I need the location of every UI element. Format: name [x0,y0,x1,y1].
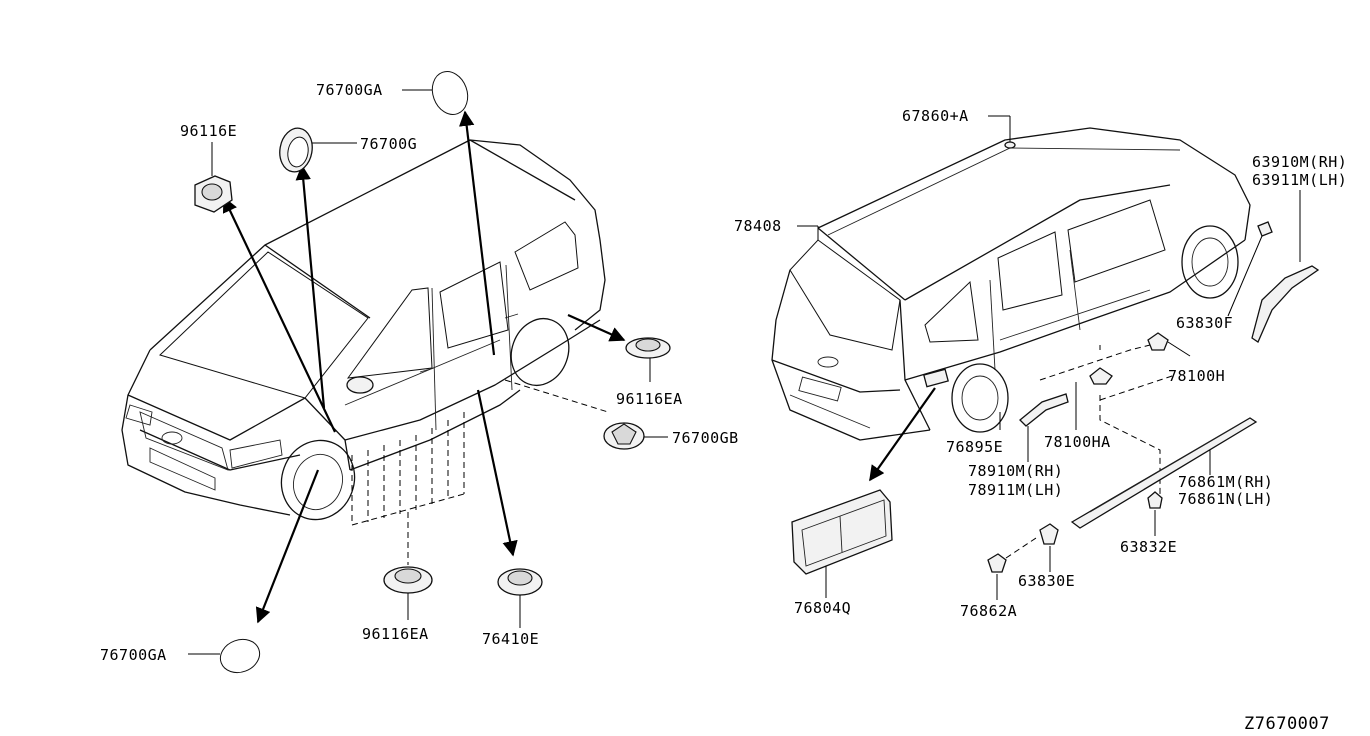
label-96116E: 96116E [180,122,237,140]
part-76861M-illustration [1070,417,1258,529]
label-76700GA-top: 76700GA [316,81,383,99]
label-96116EA-right: 96116EA [616,390,683,408]
part-63830E-illustration [1039,523,1059,545]
label-67860A: 67860+A [902,107,969,125]
label-76862A: 76862A [960,602,1017,620]
part-78100H-illustration [1147,332,1169,351]
part-63830F-illustration [1257,221,1273,237]
label-78100H: 78100H [1168,367,1225,385]
rear-assembly-arrow [869,387,936,482]
label-76700GB: 76700GB [672,429,739,447]
part-76700GB-illustration [603,422,645,450]
left-assembly-arrows [222,110,626,624]
label-78911M: 78911M(LH) [968,481,1063,499]
label-63830F: 63830F [1176,314,1233,332]
part-76700G-illustration [279,127,313,173]
part-76700GA-top-illustration [431,71,469,115]
diagram-reference-code: Z7670007 [1244,714,1330,734]
part-96116E-illustration [194,175,233,213]
part-76895E-illustration [1019,393,1069,427]
part-76804Q-illustration [791,489,893,575]
part-76700GA-bottom-illustration [219,638,261,674]
label-76700GA-bottom: 76700GA [100,646,167,664]
right-leader-lines [797,115,1301,600]
part-63832E-illustration [1147,491,1163,509]
label-78408: 78408 [734,217,782,235]
rear-vehicle-illustration [771,127,1251,495]
label-78910M: 78910M(RH) [968,462,1063,480]
part-96116EA-right-illustration [625,337,671,359]
part-78100HA-illustration [1089,367,1113,385]
part-76410E-illustration [497,568,543,596]
label-76895E: 76895E [946,438,1003,456]
label-76861M: 76861M(RH) [1178,473,1273,491]
label-63911M: 63911M(LH) [1252,171,1347,189]
part-63910M-illustration [1251,265,1320,343]
label-63830E: 63830E [1018,572,1075,590]
label-63910M: 63910M(RH) [1252,153,1347,171]
part-67860A-illustration [1004,141,1016,149]
label-76861N: 76861N(LH) [1178,490,1273,508]
label-63832E: 63832E [1120,538,1177,556]
part-96116EA-bottom-illustration [383,566,433,594]
left-leader-lines [188,89,668,655]
label-76410E: 76410E [482,630,539,648]
label-76700G: 76700G [360,135,417,153]
part-76862A-illustration [987,537,1037,573]
label-96116EA-bottom: 96116EA [362,625,429,643]
label-76804Q: 76804Q [794,599,851,617]
front-vehicle-illustration [121,139,609,565]
label-78100HA: 78100HA [1044,433,1111,451]
